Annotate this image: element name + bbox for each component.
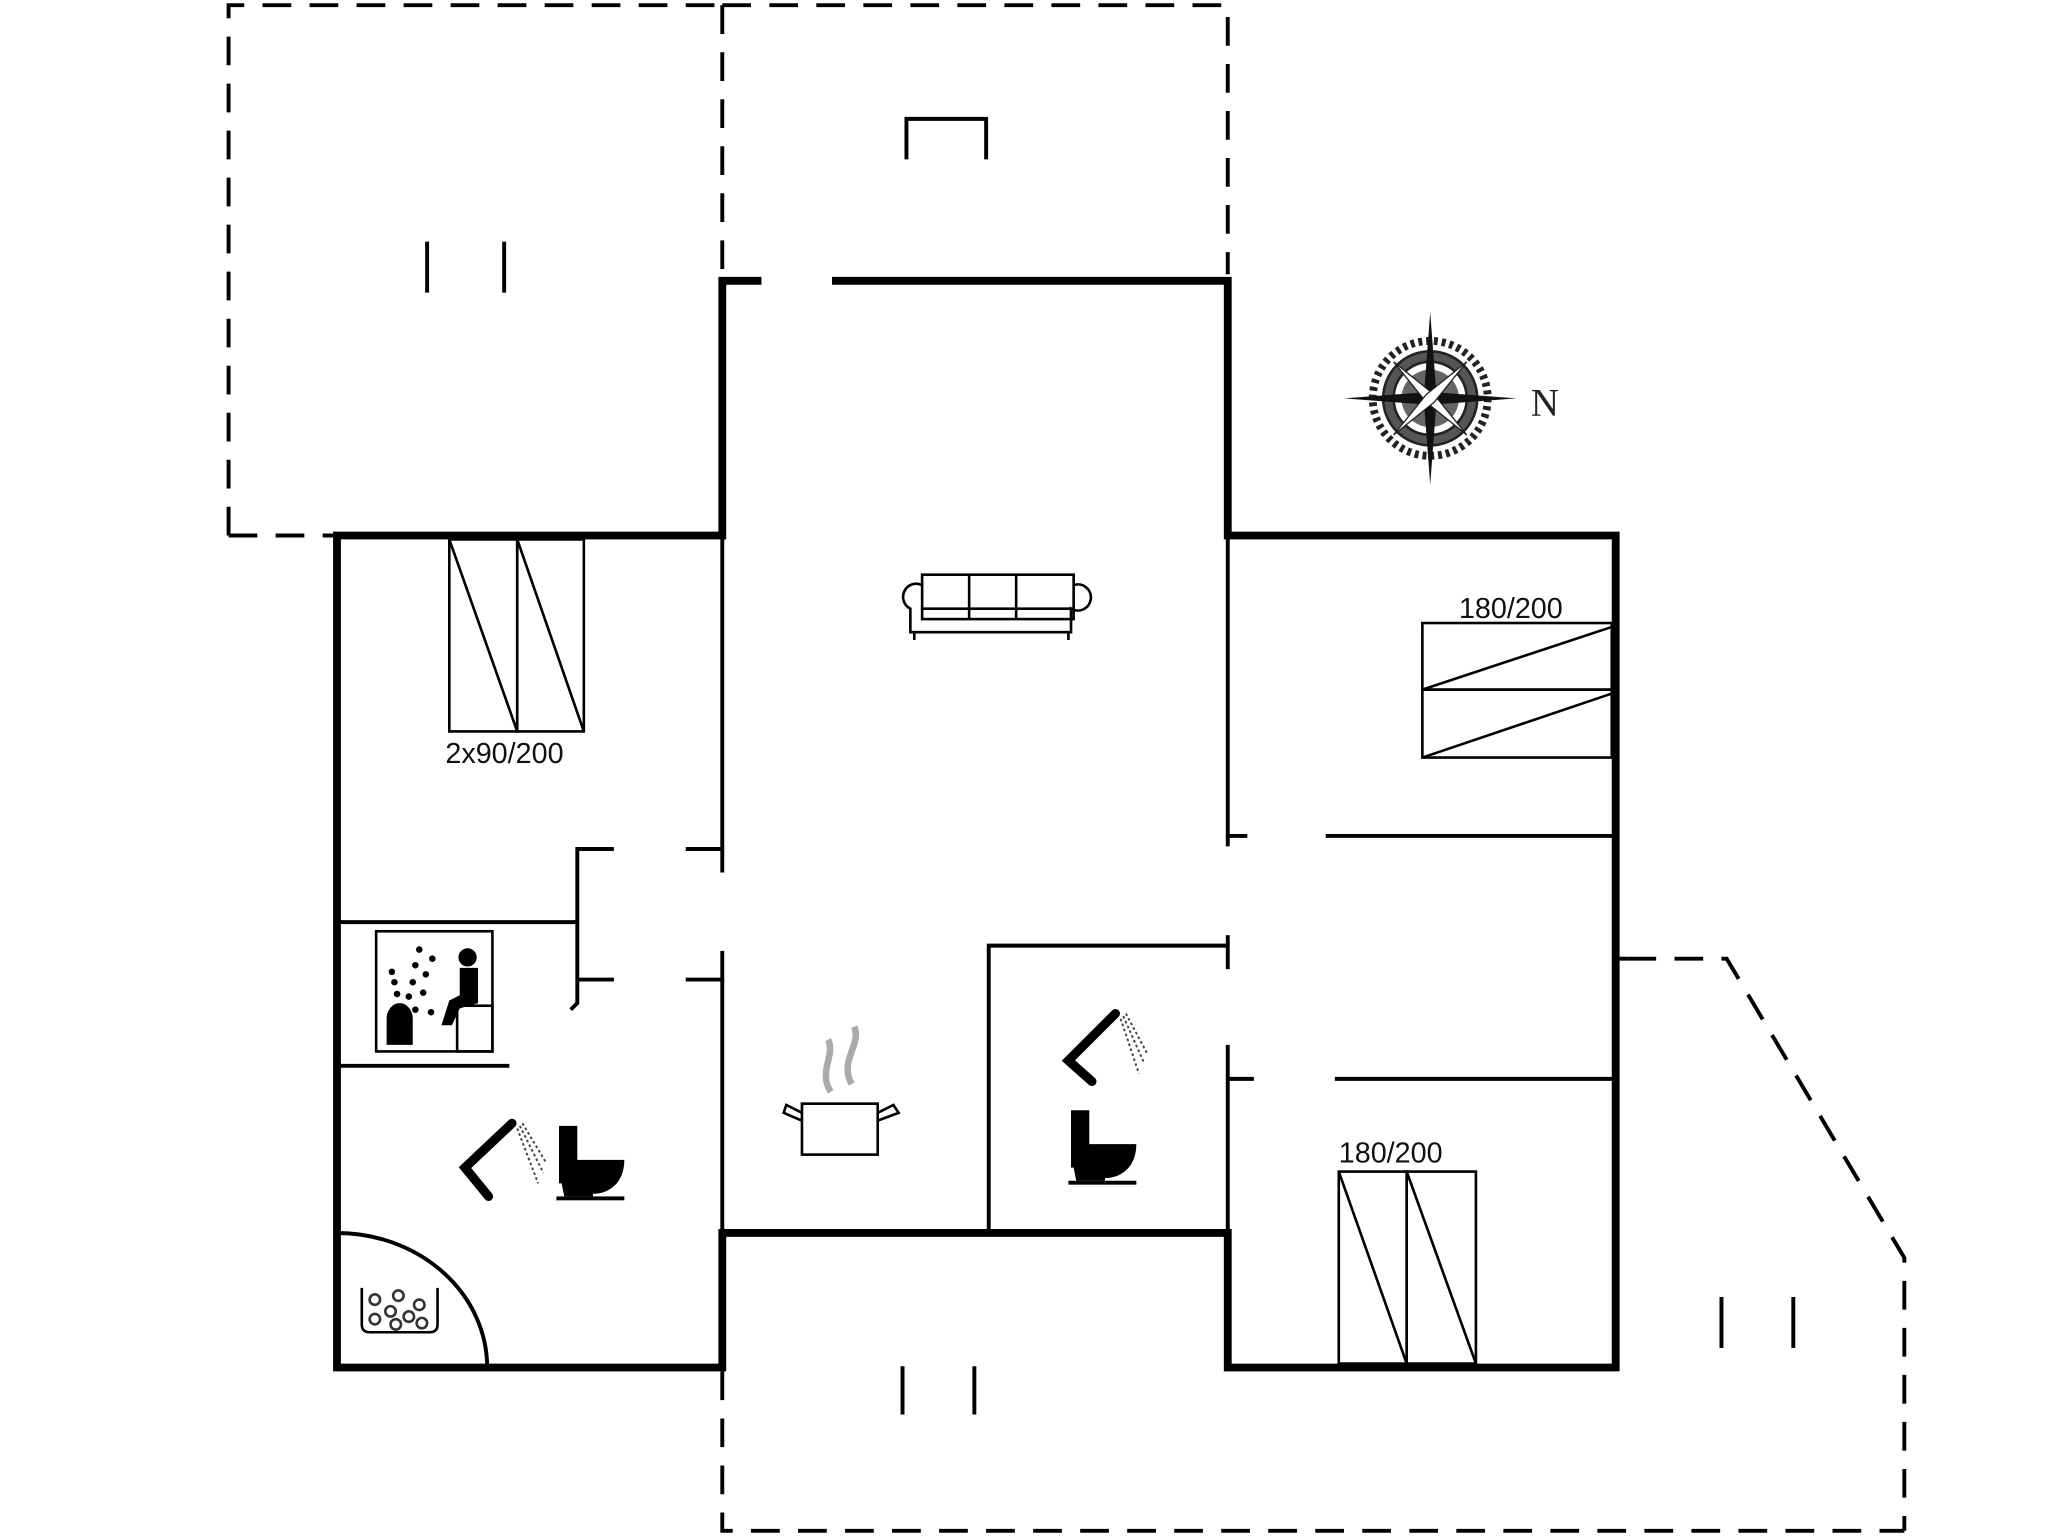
- interior-walls: [336, 535, 1628, 1368]
- terrace-top-center: [720, 3, 1230, 275]
- bed-size-label-left: 2x90/200: [445, 738, 563, 770]
- terrace-top-left: [226, 3, 723, 538]
- whirlpool-icon: [360, 1287, 439, 1334]
- north-label: N: [1531, 381, 1559, 424]
- exterior-walls: [333, 276, 1620, 1372]
- sofa-icon: [901, 573, 1093, 640]
- double-bed-icon: [1337, 1170, 1478, 1365]
- toilet-icon: [556, 1125, 625, 1201]
- terrace-bottom: [720, 1366, 1905, 1533]
- twin-beds-icon: [447, 538, 586, 733]
- toilet-icon: [1068, 1110, 1137, 1185]
- cooking-pot-icon: [782, 1025, 901, 1156]
- terrace-right: [1627, 956, 1907, 1531]
- shower-icon: [458, 1118, 547, 1201]
- sauna-icon: [374, 929, 494, 1053]
- compass-rose-icon: [1344, 312, 1517, 485]
- bed-size-label-right-bottom: 180/200: [1339, 1137, 1443, 1169]
- shower-icon: [1061, 1008, 1148, 1087]
- bed-size-label-right-top: 180/200: [1459, 593, 1563, 625]
- double-bed-icon: [1421, 621, 1614, 759]
